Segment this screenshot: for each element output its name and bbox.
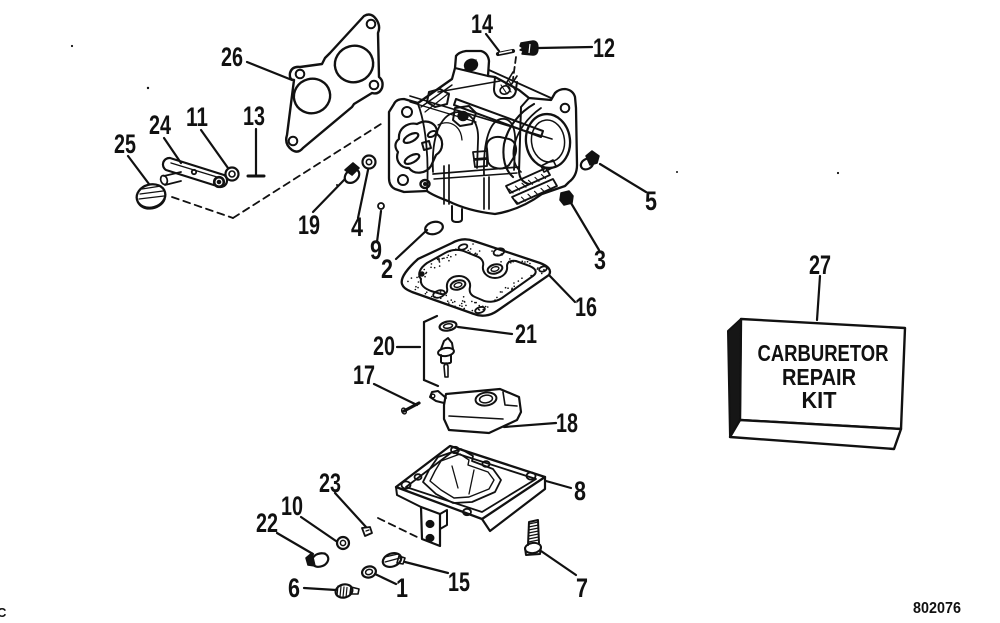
svg-text:10: 10 — [281, 491, 303, 521]
svg-text:5: 5 — [645, 186, 657, 216]
svg-text:15: 15 — [448, 567, 470, 597]
svg-text:13: 13 — [243, 101, 265, 131]
svg-text:23: 23 — [319, 468, 341, 498]
svg-text:16: 16 — [575, 292, 597, 322]
svg-text:25: 25 — [114, 129, 136, 159]
svg-text:CARBURETOR: CARBURETOR — [758, 340, 889, 366]
svg-text:19: 19 — [298, 210, 320, 240]
svg-text:REPAIR: REPAIR — [782, 364, 856, 390]
svg-text:26: 26 — [221, 42, 243, 72]
svg-text:1: 1 — [396, 573, 408, 603]
svg-text:11: 11 — [186, 102, 208, 132]
svg-text:12: 12 — [593, 33, 615, 63]
svg-text:24: 24 — [149, 110, 171, 140]
svg-text:27: 27 — [809, 250, 831, 280]
svg-text:9: 9 — [370, 235, 382, 265]
svg-text:18: 18 — [556, 408, 578, 438]
svg-text:2: 2 — [381, 254, 393, 284]
svg-text:6: 6 — [288, 573, 300, 603]
svg-text:8: 8 — [574, 476, 586, 506]
svg-text:22: 22 — [256, 508, 278, 538]
svg-text:KIT: KIT — [802, 387, 837, 413]
svg-text:4: 4 — [351, 212, 363, 242]
svg-text:17: 17 — [353, 360, 375, 390]
svg-text:3: 3 — [594, 245, 606, 275]
svg-text:20: 20 — [373, 331, 395, 361]
svg-text:802076: 802076 — [913, 600, 961, 617]
svg-text:C: C — [0, 605, 7, 620]
svg-text:7: 7 — [576, 573, 588, 603]
svg-text:14: 14 — [471, 9, 493, 39]
svg-text:21: 21 — [515, 319, 537, 349]
